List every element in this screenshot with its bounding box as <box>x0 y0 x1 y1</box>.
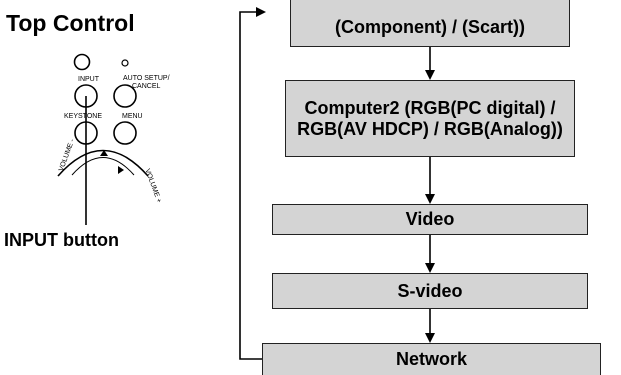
flow-box-label: S-video <box>397 280 463 301</box>
arrow-down-icon <box>425 70 435 80</box>
power-button-icon <box>73 53 91 71</box>
loop-back-line <box>239 11 262 360</box>
arrow-down-icon <box>425 263 435 273</box>
volume-dial-inner-icon <box>71 157 135 176</box>
right-arrow-icon <box>118 166 124 174</box>
input-button-caption: INPUT button <box>4 230 119 250</box>
auto-setup-label: AUTO SETUP/ <box>123 75 170 82</box>
flow-box-video: Video <box>272 204 588 235</box>
auto-setup-button[interactable] <box>113 84 137 108</box>
input-label: INPUT <box>78 76 99 83</box>
flow-box-label: Computer2 (RGB(PC digital) / RGB(AV HDCP… <box>297 97 563 139</box>
keystone-label: KEYSTONE <box>64 113 102 120</box>
arrow-down-icon <box>425 194 435 204</box>
up-arrow-icon <box>100 150 108 156</box>
flow-box-label: Network <box>395 349 467 369</box>
flow-box-network: Network <box>262 343 601 375</box>
flow-box-computer2: Computer2 (RGB(PC digital) / RGB(AV HDCP… <box>285 80 575 157</box>
menu-label: MENU <box>122 113 143 120</box>
arrow-down-icon <box>425 333 435 343</box>
loop-arrow-icon <box>256 7 266 17</box>
flow-box-s-video: S-video <box>272 273 588 309</box>
flow-box-label: (Component) / (Scart)) <box>335 17 525 37</box>
menu-button[interactable] <box>113 121 137 145</box>
cancel-label: CANCEL <box>132 83 161 90</box>
control-panel-heading: Top Control <box>6 10 135 36</box>
flow-box-component-scart: (Component) / (Scart)) <box>290 0 570 47</box>
indicator-lamp-icon <box>121 59 129 67</box>
volume-dial-icon <box>57 149 149 177</box>
flow-box-label: Video <box>405 209 455 229</box>
